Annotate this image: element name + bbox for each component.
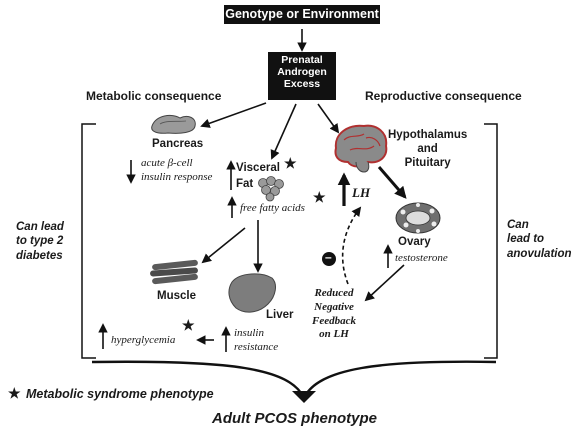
pancreas-label: Pancreas [152,138,204,150]
androgen-line-3: Excess [283,78,321,91]
right-side-note: Can lead to anovulation [507,218,572,261]
arrow-androgen-to-pancreas [200,102,267,128]
legend-text: Metabolic syndrome phenotype [26,387,214,401]
right-note-line-2: lead to [507,233,545,246]
outcome-brace-tip [292,391,316,403]
hypothalamus-label: Hypothalamus and Pituitary [388,129,467,170]
left-bracket [81,123,96,359]
hypothalamus-line-3: Pituitary [404,156,451,169]
right-bracket [484,123,498,359]
hypothalamus-line-2: and [417,142,438,155]
right-note-line-1: Can [507,219,529,231]
pancreas-effect: acute β-cell insulin response [141,156,212,185]
muscle-label: Muscle [157,290,196,302]
liver-icon [228,273,276,313]
insulin-resistance-line-1: insulin [234,327,264,339]
feedback-line-3: Feedback [312,314,356,327]
left-note-line-3: diabetes [16,249,63,262]
visceral-fat-line-1: Visceral [236,162,280,174]
hypothalamus-line-1: Hypothalamus [388,129,468,141]
legend-star: ★ [8,385,21,401]
insulin-resistance-line-2: resistance [234,341,279,354]
hyperglycemia-label: hyperglycemia [111,334,176,346]
left-note-line-1: Can lead [16,221,64,233]
dashed-arrow-feedback-to-lh [341,206,362,285]
left-note-line-2: to type 2 [16,235,64,248]
minus-circle [322,252,336,266]
brain-icon [334,124,388,173]
arrow-fat-to-muscle [201,227,246,264]
arrow-ovary-to-feedback [364,264,405,302]
muscle-icon [150,259,198,285]
androgen-line-1: Prenatal [281,54,323,66]
outcome-label: Adult PCOS phenotype [212,410,377,427]
ovary-label: Ovary [398,236,431,248]
testosterone-label: testosterone [395,252,448,264]
liver-label: Liver [266,309,294,321]
arrow-pituitary-to-ovary [377,166,407,199]
prenatal-androgen-box: Prenatal Androgen Excess [268,52,336,100]
visceral-fat-label: Visceral Fat [236,161,280,192]
arrow-androgen-to-hypothalamus [317,103,340,134]
genotype-environment-box: Genotype or Environment [224,5,380,24]
feedback-line-4: on LH [319,328,349,341]
arrow-androgen-to-visceral-fat [270,103,297,160]
pancreas-icon [151,114,196,134]
insulin-resistance-label: insulin resistance [234,326,278,355]
metabolic-heading: Metabolic consequence [86,89,222,103]
androgen-line-2: Androgen [277,66,327,79]
hyperglycemia-star: ★ [182,317,195,333]
feedback-label: Reduced Negative Feedback on LH [312,287,356,342]
feedback-line-1: Reduced [314,287,354,299]
minus-sign: – [325,250,332,264]
lh-label: LH [352,185,371,200]
left-side-note: Can lead to type 2 diabetes [16,220,64,263]
feedback-line-2: Negative [314,300,354,313]
right-note-line-3: anovulation [507,247,572,260]
visceral-fat-star: ★ [284,155,297,171]
pancreas-effect-line-1: acute β-cell [141,157,193,169]
visceral-fat-line-2: Fat [236,177,254,190]
reproductive-heading: Reproductive consequence [365,89,522,103]
free-fatty-acids-label: free fatty acids [240,202,305,214]
pancreas-effect-line-2: insulin response [141,171,213,184]
free-fatty-acids-star: ★ [313,189,326,205]
ovary-icon [395,202,441,234]
visceral-fat-icon [258,176,284,202]
